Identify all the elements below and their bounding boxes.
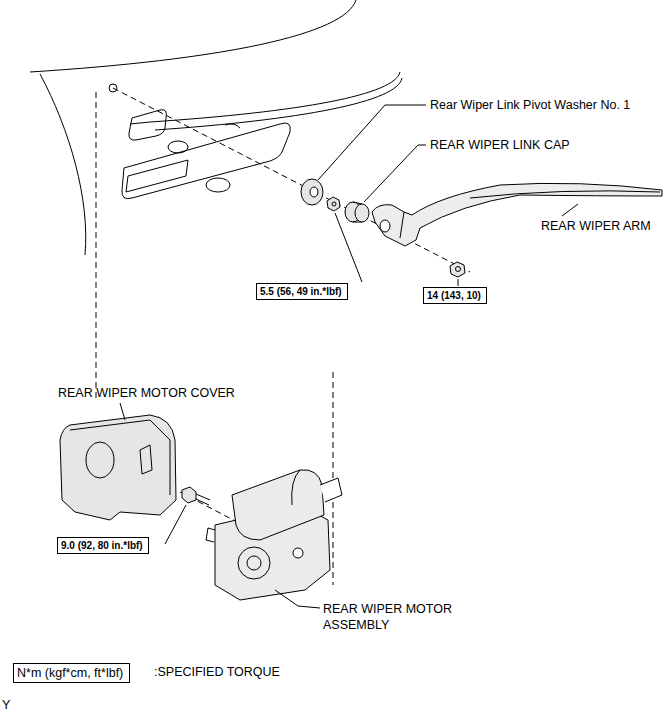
motor-connector [320, 478, 342, 502]
wiper-arm [470, 191, 660, 198]
nut [327, 197, 340, 211]
part-name: Rear Wiper Link Pivot Washer No. 1 [430, 97, 630, 113]
assembly-line [113, 88, 470, 272]
motor-cover [140, 445, 152, 474]
door-edge [30, 0, 356, 72]
door-edge [40, 74, 86, 255]
door-handle [206, 178, 230, 192]
part-name: REAR WIPER MOTOR COVER [58, 385, 235, 401]
wiper-arm [400, 212, 404, 238]
bolt [182, 487, 196, 503]
torque-value: 14 (143, 10) [424, 289, 486, 302]
nut [332, 202, 336, 206]
torque-spec-box: 9.0 (92, 80 in.*lbf) [57, 537, 149, 554]
leader-line [335, 213, 362, 282]
legend-box: N*m (kgf*cm, ft*lbf) [13, 663, 130, 683]
door-edge [225, 124, 240, 128]
motor-gear [238, 547, 270, 579]
bolt [196, 494, 210, 505]
leader-line [318, 105, 426, 180]
motor-body [292, 470, 300, 505]
pivot-washer [301, 179, 323, 205]
part-name: REAR WIPER LINK CAP [430, 137, 570, 153]
assembly-line [96, 92, 97, 400]
assembly-line [333, 372, 334, 585]
nut [456, 267, 461, 272]
part-name: REAR WIPER MOTOR ASSEMBLY [323, 601, 473, 633]
legend-text: :SPECIFIED TORQUE [154, 664, 280, 680]
part-name: REAR WIPER ARM [541, 218, 651, 234]
figure-id: Y [2, 697, 10, 713]
motor-cover [60, 415, 176, 520]
link-cap [355, 204, 369, 222]
leader-line [165, 505, 186, 544]
leader-line [120, 403, 125, 420]
motor-body [232, 470, 324, 540]
door-edge [155, 78, 402, 130]
motor-shaft [293, 548, 303, 558]
license-garnish [122, 123, 290, 199]
wiper-arm [380, 220, 390, 232]
motor-cover [70, 420, 170, 495]
door-edge [130, 72, 400, 124]
garnish-detail [126, 160, 188, 192]
leader-line [458, 279, 459, 286]
torque-spec-box: 14 (143, 10) [423, 287, 487, 304]
motor-gear [247, 556, 261, 570]
motor-cover [86, 442, 114, 478]
torque-value: 9.0 (92, 80 in.*lbf) [58, 539, 148, 552]
leader-line [562, 204, 578, 216]
torque-value: N*m (kgf*cm, ft*lbf) [14, 665, 129, 681]
nut [450, 262, 465, 277]
motor-bracket [206, 528, 215, 542]
wiper-arm [372, 183, 662, 246]
torque-spec-box: 5.5 (56, 49 in.*lbf) [256, 283, 348, 300]
door-garnish [129, 110, 167, 140]
pivot-washer [310, 187, 318, 197]
torque-value: 5.5 (56, 49 in.*lbf) [257, 285, 347, 298]
leader-line [364, 145, 426, 202]
leader-line [275, 590, 320, 608]
